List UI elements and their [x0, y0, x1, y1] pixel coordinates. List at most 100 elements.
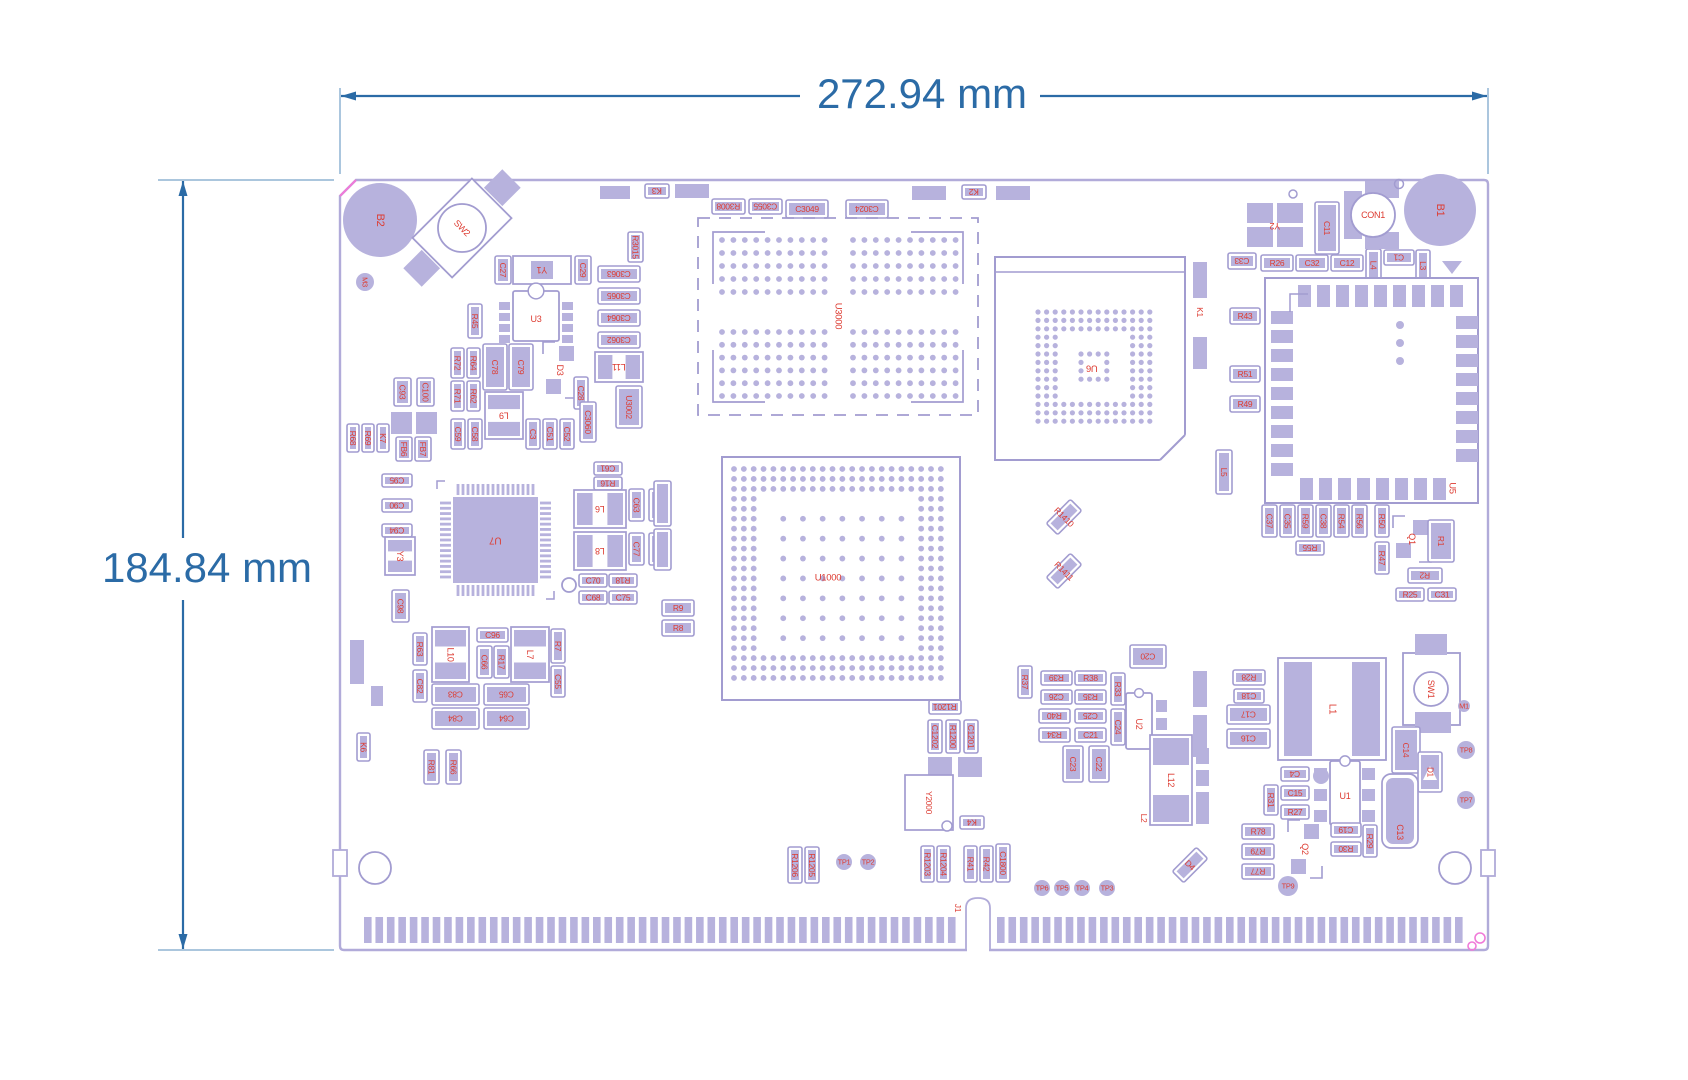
dimension-annotations	[158, 88, 1489, 951]
ref-label: R30	[1338, 844, 1353, 854]
component-R33: R33	[1110, 672, 1126, 706]
ref-label: C90	[389, 501, 404, 511]
component-R3008: R3008	[711, 198, 746, 215]
ref-label: CON1	[1361, 210, 1385, 220]
component-p	[600, 186, 630, 199]
component-R1206: R1206	[787, 846, 803, 884]
component-U3002: U3002	[615, 385, 643, 429]
ref-label: R1	[1436, 536, 1446, 547]
ref-label: R55	[1302, 543, 1317, 553]
ref-label: C59	[453, 427, 463, 442]
component-CON1: CON1	[1344, 178, 1405, 249]
component-L5: L5	[1215, 449, 1233, 495]
component-K2: K2	[961, 184, 987, 200]
ref-label: C3064	[607, 313, 631, 323]
ref-label: C3	[528, 429, 538, 440]
component-oc	[358, 851, 392, 885]
ref-label: R54	[1337, 514, 1347, 529]
component-tri	[1442, 261, 1462, 274]
component-p	[1196, 748, 1209, 764]
component-U2: U2	[1125, 687, 1153, 750]
component-C61: C61	[593, 461, 623, 476]
component-C33: C33	[1227, 252, 1257, 270]
ref-label: R8	[673, 623, 684, 633]
ref-label: C3062	[607, 335, 631, 345]
ref-label: C77	[632, 542, 642, 557]
component-p	[1196, 792, 1209, 824]
component-Y2: Y2	[1247, 189, 1303, 247]
component-C96: C96	[476, 627, 509, 643]
ref-label: K6	[359, 742, 369, 752]
component-TP6: TP6	[1034, 880, 1050, 896]
component-Y3: Y3	[384, 536, 416, 576]
ref-label: C52	[562, 427, 572, 442]
component-R50: R50	[1374, 504, 1390, 538]
component-L2: L2	[1139, 814, 1149, 823]
component-p	[1314, 810, 1327, 822]
component-U1: U1	[1329, 755, 1361, 826]
component-L8: L8	[573, 531, 627, 571]
connector-key-notch	[965, 897, 991, 949]
component-C1: C1	[1383, 249, 1415, 266]
ref-label: R27	[1288, 807, 1303, 817]
component-o	[653, 528, 672, 571]
component-C94: C94	[381, 523, 413, 538]
ref-label: U5	[1447, 482, 1458, 494]
component-C3063: C3063	[597, 265, 641, 283]
component-R16: R16	[593, 476, 623, 491]
component-FB6: FB6	[395, 436, 413, 462]
component-L4: L4	[1365, 248, 1382, 282]
component-R1200: R1200	[945, 719, 961, 754]
ref-label: R1201	[933, 702, 957, 712]
ref-label: TP8	[1460, 746, 1473, 755]
component-R66: R66	[445, 749, 462, 785]
ref-label: R81	[427, 760, 437, 775]
ref-label: L7	[525, 650, 535, 660]
component-C3060: C3060	[579, 401, 597, 443]
ref-label: R50	[1377, 514, 1387, 529]
component-C26: C26	[1040, 689, 1073, 705]
ref-label: C18	[1241, 691, 1256, 701]
component-R49: R49	[1229, 395, 1261, 413]
edge-latch-notch	[332, 849, 348, 877]
ref-label: C1202	[930, 725, 940, 749]
ref-label: R69	[363, 431, 373, 446]
component-C14: C14	[1391, 726, 1421, 774]
component-R1411: R1411	[1046, 553, 1082, 589]
ref-label: TP2	[862, 858, 875, 867]
component-TP2: TP2	[860, 854, 876, 870]
component-C52: C52	[559, 418, 575, 450]
component-C59: C59	[450, 418, 466, 450]
component-R1: R1	[1427, 519, 1455, 563]
ref-label: R3008	[716, 202, 740, 212]
component-C78: C78	[482, 343, 508, 391]
ref-label: C94	[389, 526, 404, 536]
ref-label: C64	[499, 714, 514, 724]
ref-label: L10	[446, 647, 456, 661]
component-M1: M1	[1458, 700, 1470, 712]
component-SW1: SW1	[1402, 634, 1461, 733]
ref-label: L9	[499, 411, 509, 421]
component-C27: C27	[494, 255, 512, 285]
ref-label: U3	[531, 314, 542, 324]
ref-label: SW1	[1426, 680, 1436, 699]
ref-label: C12	[1340, 258, 1355, 268]
ref-label: R28	[1241, 673, 1256, 683]
component-C75: C75	[608, 590, 638, 605]
component-C29: C29	[574, 255, 592, 285]
ref-label: R72	[453, 356, 463, 371]
ref-label: L2	[1139, 814, 1149, 823]
ref-label: TP6	[1036, 884, 1049, 893]
ref-label: C66	[480, 655, 490, 670]
component-FB7: FB7	[414, 436, 432, 462]
component-R69: R69	[361, 423, 375, 453]
ref-label: C17	[1241, 710, 1256, 720]
component-R1410: R1410	[1046, 499, 1082, 535]
ref-label: U2	[1134, 719, 1144, 730]
component-p	[499, 324, 510, 332]
ref-label: C1	[1393, 253, 1404, 263]
component-C79: C79	[508, 343, 534, 391]
component-R3015: R3015	[627, 231, 644, 263]
component-C66: C66	[476, 645, 493, 679]
